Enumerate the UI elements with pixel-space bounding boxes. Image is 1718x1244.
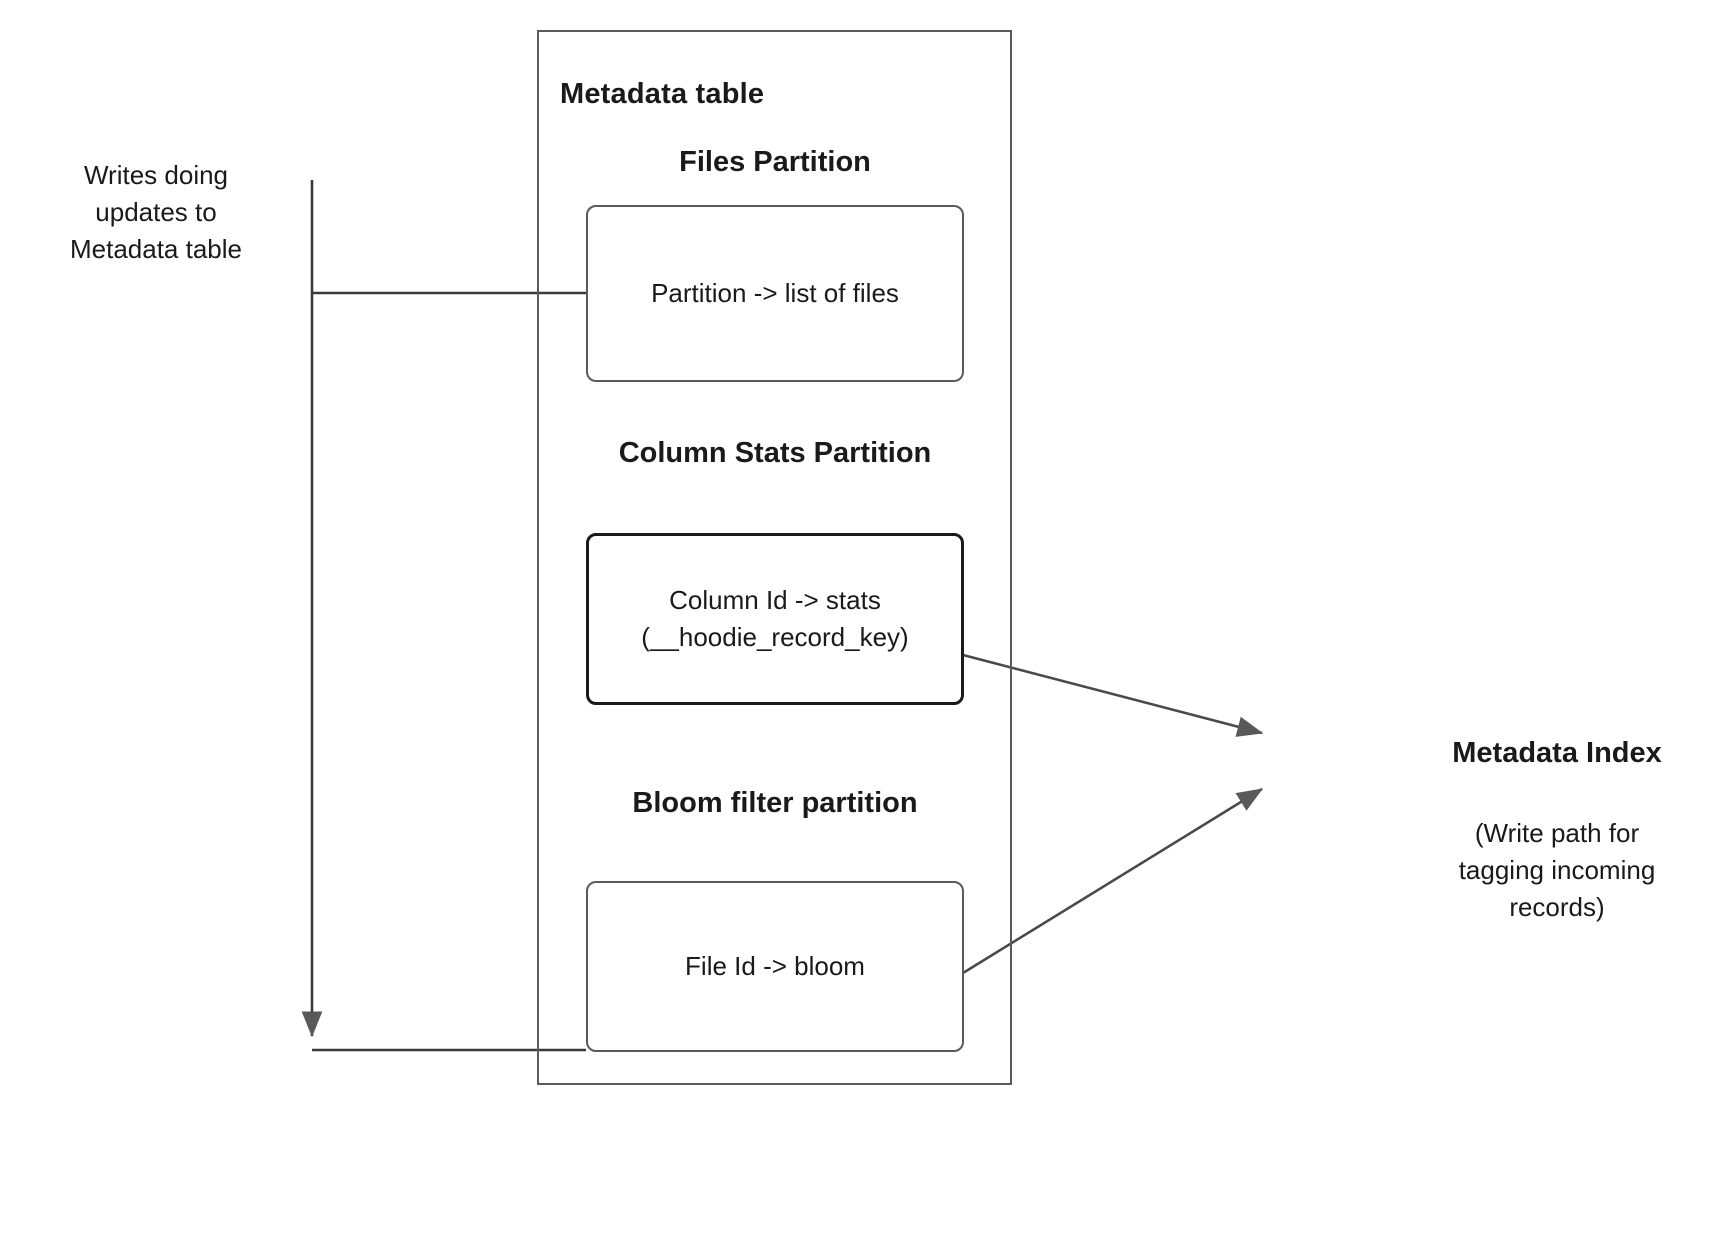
writes-updates-label: Writes doing updates to Metadata table bbox=[69, 160, 242, 264]
metadata-table-title: Metadata table bbox=[560, 78, 765, 110]
files-partition-heading: Files Partition bbox=[679, 146, 871, 178]
column-stats-partition-box: Column Id -> stats (__hoodie_record_key) bbox=[586, 533, 964, 705]
column-stats-partition-box-text: Column Id -> stats (__hoodie_record_key) bbox=[641, 585, 909, 652]
files-partition-box: Partition -> list of files bbox=[586, 205, 964, 382]
files-partition-box-text: Partition -> list of files bbox=[651, 278, 899, 309]
bloom-filter-partition-heading: Bloom filter partition bbox=[632, 787, 918, 819]
bloom-filter-partition-box: File Id -> bloom bbox=[586, 881, 964, 1052]
metadata-index-title: Metadata Index bbox=[1452, 737, 1662, 769]
column-stats-partition-heading: Column Stats Partition bbox=[618, 437, 932, 469]
bloom-filter-to-index-arrow bbox=[962, 787, 1264, 975]
metadata-index-note: (Write path for tagging incoming records… bbox=[1458, 818, 1656, 922]
bloom-filter-partition-box-text: File Id -> bloom bbox=[685, 951, 865, 982]
column-stats-to-index-arrow bbox=[962, 653, 1264, 737]
metadata-table-container bbox=[537, 30, 1012, 1085]
